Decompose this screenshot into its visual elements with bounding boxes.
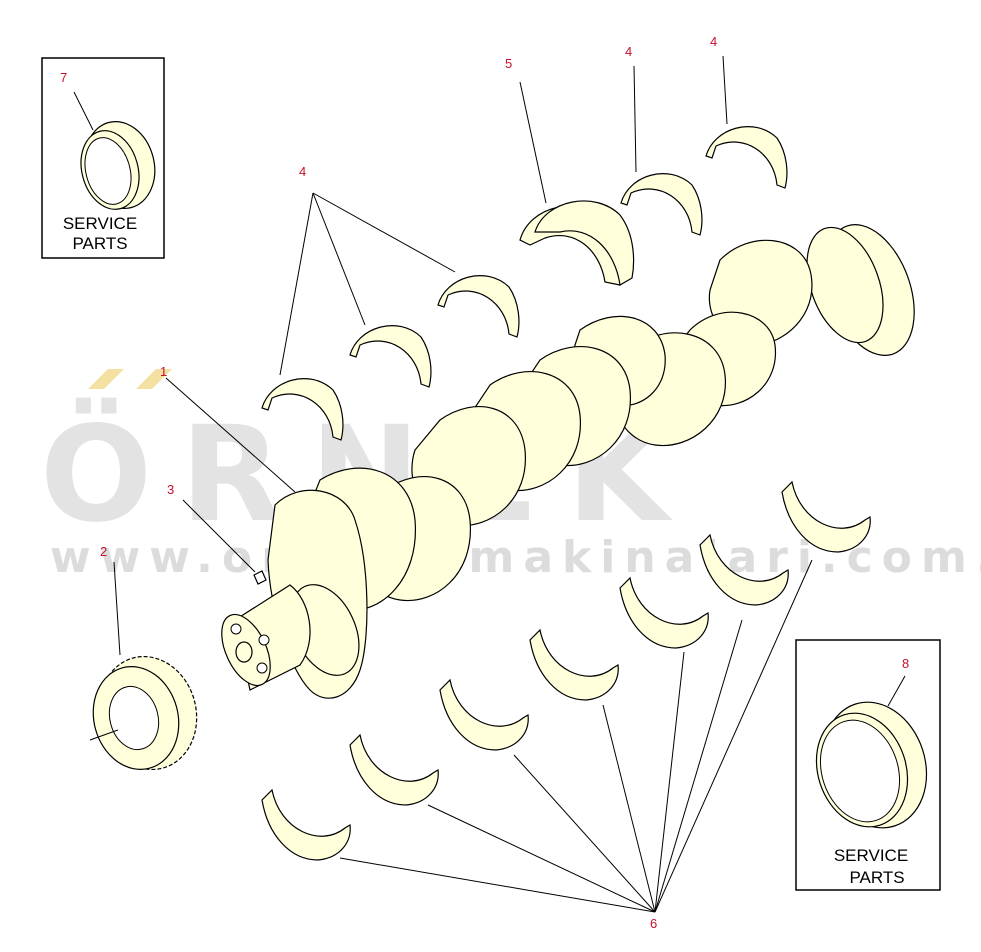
upper-bearing-shells: [261, 126, 788, 441]
upper-bearing-shell: [261, 378, 344, 441]
service-box-a-line2: PARTS: [72, 234, 127, 253]
lower-bearing-shell: [619, 576, 709, 649]
watermark-accent-right: [136, 369, 172, 389]
lower-bearing-shell: [781, 480, 871, 553]
lower-bearing-shell: [699, 533, 789, 606]
lower-bearing-shell: [529, 628, 619, 701]
lower-bearing-shell: [439, 678, 529, 751]
lower-bearing-shell: [349, 733, 439, 806]
service-box-seal-8: 8 SERVICE PARTS: [795, 639, 941, 891]
callout-4c: 4: [710, 34, 717, 49]
callout-8: 8: [902, 656, 909, 671]
callout-7: 7: [60, 70, 67, 85]
callout-5: 5: [505, 56, 512, 71]
leader-lines: [113, 55, 813, 913]
watermark-accent-left: [88, 369, 124, 389]
upper-bearing-shell: [437, 275, 520, 338]
callout-1: 1: [160, 364, 167, 379]
lower-bearing-shell: [261, 788, 351, 861]
service-box-b-line1: SERVICE: [834, 846, 908, 865]
service-box-a-line1: SERVICE: [63, 214, 137, 233]
crankshaft-gear-part-2: [89, 655, 198, 771]
callout-4a: 4: [299, 164, 306, 179]
rear-seal-illustration: [815, 701, 928, 829]
thrust-bearing-part-5: [519, 200, 635, 286]
upper-bearing-shell: [349, 325, 432, 388]
callout-2: 2: [100, 544, 107, 559]
service-box-seal-7: 7 SERVICE PARTS: [41, 57, 165, 259]
callout-4b: 4: [625, 44, 632, 59]
lower-bearing-shells: [261, 480, 871, 861]
callout-labels: 1 2 3 4 4 4 5 6: [100, 34, 717, 931]
front-seal-illustration: [80, 120, 156, 210]
callout-3: 3: [167, 482, 174, 497]
service-box-b-line2: PARTS: [849, 868, 904, 887]
callout-6: 6: [650, 916, 657, 931]
dowel-pin-part-3: [253, 570, 267, 585]
crankshaft-part-1: [221, 224, 915, 699]
upper-bearing-shell: [705, 126, 788, 189]
upper-bearing-shell: [620, 173, 703, 236]
